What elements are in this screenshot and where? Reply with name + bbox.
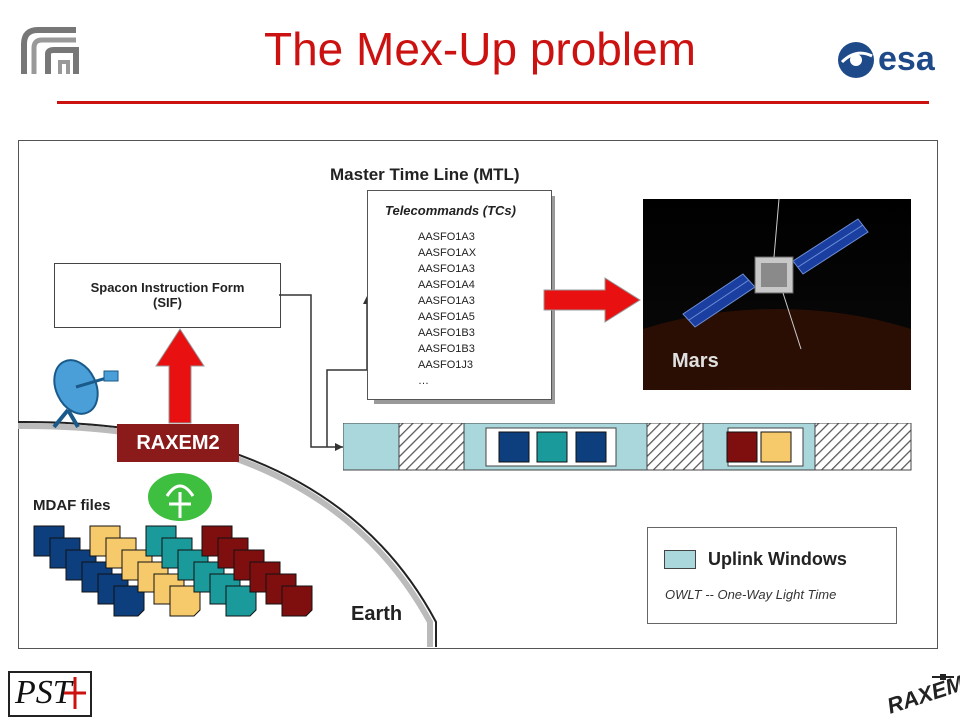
uplink-window-swatch (664, 550, 696, 569)
raxem-satellite-icon (932, 674, 954, 680)
mars-express-image (643, 199, 911, 390)
mdaf-file-stacks (33, 525, 313, 617)
telecommands-box (367, 190, 552, 400)
raxem2-box: RAXEM2 (117, 424, 239, 462)
sif-box: Spacon Instruction Form (SIF) (54, 263, 281, 328)
mdaf-files-label: MDAF files (33, 497, 111, 514)
sif-line1: Spacon Instruction Form (90, 280, 245, 295)
tc-item: AASFO1AX (418, 247, 477, 259)
owlt-segment (398, 423, 465, 471)
tc-item: AASFO1A3 (418, 295, 475, 307)
satellite-dish-icon (52, 359, 119, 429)
title-rule (57, 101, 929, 104)
sif-line2: (SIF) (153, 295, 182, 310)
mtl-timeline (343, 423, 912, 471)
owlt-segment (814, 423, 912, 471)
tc-item: AASFO1A3 (418, 231, 475, 243)
earth-arc (18, 420, 437, 647)
upload-icon (146, 471, 214, 523)
telecommands-title: Telecommands (TCs) (385, 203, 516, 218)
spacecraft-icon (682, 199, 869, 350)
pst-star-icon (64, 677, 86, 709)
pst-logo: PST (8, 671, 92, 717)
legend-uplink-label: Uplink Windows (708, 549, 847, 569)
telecommands-list: AASFO1A3 AASFO1AX AASFO1A3 AASFO1A4 AASF… (418, 229, 476, 389)
right-red-arrow-icon (543, 277, 641, 323)
mtl-label: Master Time Line (MTL) (330, 165, 520, 184)
tc-item: AASFO1B3 (418, 327, 475, 339)
tc-item: … (418, 375, 429, 387)
tc-item: AASFO1A4 (418, 279, 475, 291)
mdaf-file-icon (281, 585, 313, 617)
raxem-logo: RAXEM (884, 668, 960, 718)
up-red-arrow-icon (155, 328, 205, 424)
cnr-logo-icon (21, 27, 79, 74)
earth-label: Earth (351, 603, 403, 625)
tc-item: AASFO1A5 (418, 311, 475, 323)
tc-blocks (498, 431, 792, 463)
esa-logo: esa (836, 38, 950, 82)
mars-label: Mars (672, 350, 719, 372)
owlt-segment (646, 423, 704, 471)
slide-title: The Mex-Up problem (263, 23, 697, 75)
legend-owlt-label: OWLT -- One-Way Light Time (665, 587, 837, 602)
tc-item: AASFO1J3 (418, 359, 474, 371)
legend-box (647, 527, 897, 624)
esa-globe-icon (838, 42, 874, 78)
tc-item: AASFO1B3 (418, 343, 475, 355)
tc-item: AASFO1A3 (418, 263, 475, 275)
